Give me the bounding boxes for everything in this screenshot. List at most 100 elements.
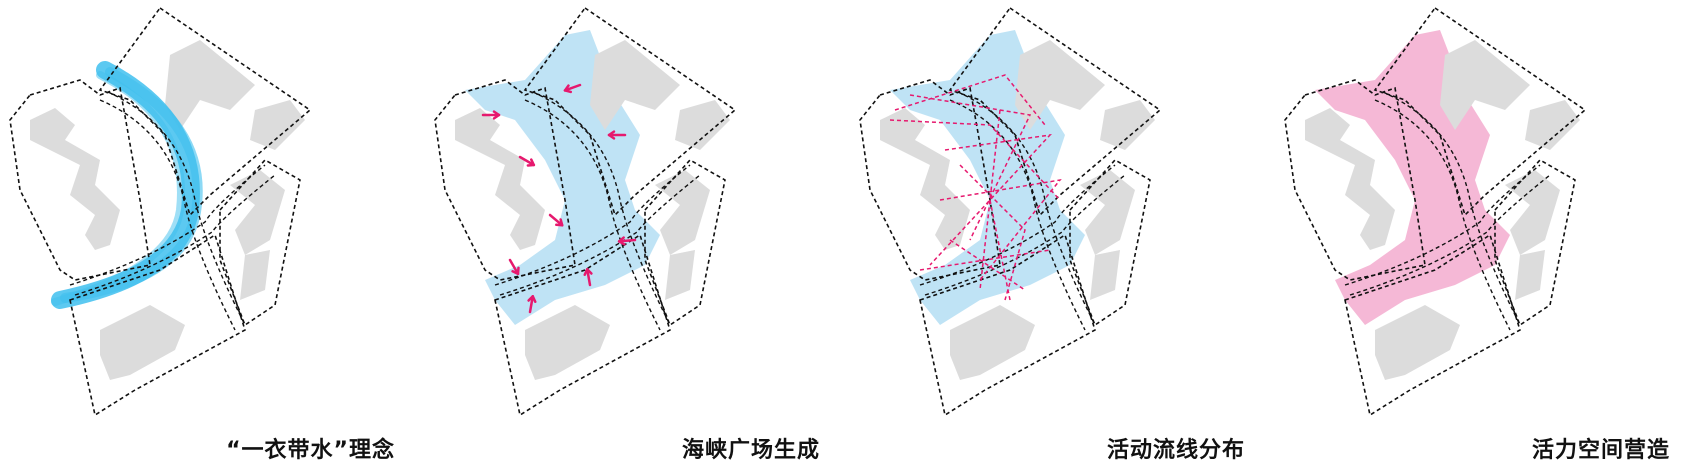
building-top xyxy=(590,40,680,130)
flow-line-6 xyxy=(939,178,1062,281)
diagram-panel-3: 活动流线分布 xyxy=(850,0,1275,472)
panel-drawing xyxy=(1284,6,1587,417)
arrow-head xyxy=(526,158,536,167)
arrow-shaft xyxy=(617,238,637,243)
road-edge-1 xyxy=(524,99,661,331)
road-edge-3 xyxy=(919,164,1116,286)
panel-caption: “一衣带水”理念 xyxy=(226,438,395,463)
building-left xyxy=(1305,108,1395,250)
parcel-boundary-1 xyxy=(859,79,1001,281)
flow-line-7 xyxy=(919,249,1051,271)
diagram-panel-4: 活力空间营造 xyxy=(1275,0,1700,472)
parcel-boundary-4 xyxy=(919,233,1096,417)
building-right-small xyxy=(1090,250,1120,300)
building-right xyxy=(655,170,710,255)
arrow-head xyxy=(511,266,520,276)
panel-drawing xyxy=(859,6,1162,417)
flow-line-3 xyxy=(909,94,1032,241)
arrow-shaft xyxy=(508,258,520,276)
building-top xyxy=(1015,40,1105,130)
panel-caption: 活动流线分布 xyxy=(1106,438,1245,463)
parcel-boundary-2 xyxy=(98,6,312,217)
building-right-small xyxy=(1515,250,1545,300)
building-bottom xyxy=(1375,305,1460,380)
inflow-arrows xyxy=(481,83,637,314)
parcel-boundary-2 xyxy=(523,6,737,217)
site-plan-1 xyxy=(9,6,312,417)
arrow-shaft xyxy=(518,155,536,167)
panel-drawing xyxy=(9,6,312,417)
building-bottom xyxy=(100,305,185,380)
stream-stroke-3 xyxy=(51,71,185,306)
arrow-head xyxy=(583,267,593,276)
flow-line-4 xyxy=(929,133,1052,266)
flow-line-9 xyxy=(989,199,1011,301)
road-edge-1 xyxy=(99,99,236,331)
parcel-boundary-1 xyxy=(434,79,576,281)
building-top-small xyxy=(250,100,305,150)
building-right-small xyxy=(665,250,695,300)
building-left xyxy=(30,108,120,250)
stream-brush xyxy=(51,61,203,309)
arrow-head xyxy=(555,218,564,227)
building-right-small xyxy=(240,250,270,300)
road-edge-1 xyxy=(1374,99,1511,331)
building-top-small xyxy=(675,100,730,150)
building-top-small xyxy=(1525,100,1580,150)
building-right xyxy=(1505,170,1560,255)
road-edge-4 xyxy=(74,174,276,296)
site-boundaries xyxy=(434,6,737,417)
road-edge-3 xyxy=(494,164,691,286)
diagram-panel-2: 海峡广场生成 xyxy=(425,0,850,472)
panel-drawing xyxy=(434,6,737,417)
parcel-boundary-4 xyxy=(1344,233,1521,417)
flow-line-10 xyxy=(979,109,1001,291)
diagram-panel-1: “一衣带水”理念 xyxy=(0,0,425,472)
building-top-small xyxy=(1100,100,1155,150)
site-boundaries xyxy=(9,6,312,417)
parcel-boundary-4 xyxy=(494,233,671,417)
site-base xyxy=(880,40,1155,380)
site-base xyxy=(1305,40,1580,380)
activity-flow-lines xyxy=(889,74,1062,301)
arrow-shaft xyxy=(528,294,535,314)
building-top xyxy=(165,40,255,130)
road-edge-2 xyxy=(1382,91,1521,326)
site-boundaries xyxy=(859,6,1162,417)
site-plan-4 xyxy=(1284,6,1587,417)
panel-caption: 活力空间营造 xyxy=(1531,438,1670,463)
road-edge-4 xyxy=(1349,174,1551,296)
site-boundaries xyxy=(1284,6,1587,417)
site-base xyxy=(30,40,305,380)
parcel-boundary-1 xyxy=(1284,79,1426,281)
road-edge-2 xyxy=(957,91,1096,326)
site-base xyxy=(455,40,730,380)
flow-line-2 xyxy=(889,119,1061,201)
road-edge-2 xyxy=(532,91,671,326)
building-left xyxy=(455,108,545,250)
flow-line-5 xyxy=(959,164,1026,301)
building-bottom xyxy=(950,305,1035,380)
panel-caption: 海峡广场生成 xyxy=(681,438,820,463)
parcel-boundary-2 xyxy=(948,6,1162,217)
parcel-boundary-1 xyxy=(9,79,151,281)
stream-stroke-2 xyxy=(60,67,203,303)
road-edge-3 xyxy=(69,164,266,286)
building-right xyxy=(1080,170,1135,255)
arrow-head xyxy=(617,236,626,246)
site-plan-3 xyxy=(859,6,1162,417)
building-bottom xyxy=(525,305,610,380)
building-right xyxy=(230,170,285,255)
road-edge-1 xyxy=(949,99,1086,331)
site-plan-2 xyxy=(434,6,737,417)
building-left xyxy=(880,108,970,250)
arrow-head xyxy=(527,294,537,303)
road-edge-2 xyxy=(107,91,246,326)
road-edge-3 xyxy=(1344,164,1541,286)
arrow-head xyxy=(607,130,616,140)
arrow-shaft xyxy=(585,267,592,287)
parcel-boundary-2 xyxy=(1373,6,1587,217)
arrow-shaft xyxy=(563,83,582,92)
arrow-head xyxy=(563,84,573,94)
building-top xyxy=(1440,40,1530,130)
